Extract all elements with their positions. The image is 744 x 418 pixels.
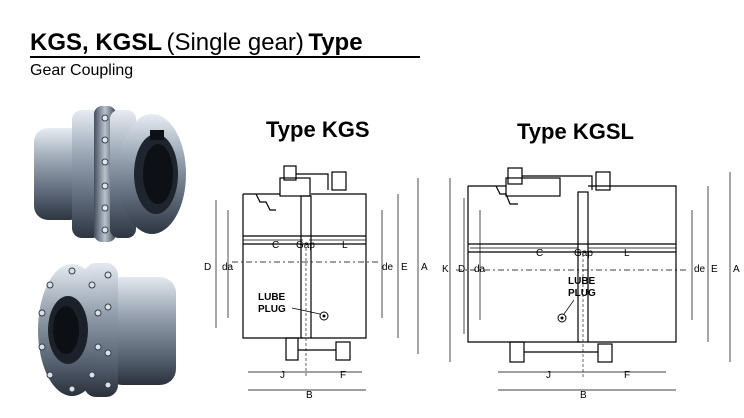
kgs-label-l: L: [342, 240, 348, 251]
kgsl-label-de: de: [694, 264, 706, 275]
kgsl-label-j: J: [546, 370, 551, 381]
kgs-label-j: J: [280, 370, 285, 381]
kgs-label-b: B: [306, 390, 313, 401]
kgs-label-de: de: [382, 262, 394, 273]
kgsl-label-gap: Gap: [574, 248, 593, 259]
kgsl-label-e: E: [711, 264, 718, 275]
kgs-label-da: da: [222, 262, 234, 273]
kgsl-label-f: F: [624, 370, 630, 381]
kgs-label-d: D: [204, 262, 211, 273]
title-suffix: Type: [308, 29, 363, 56]
kgsl-label-d: D: [458, 264, 465, 275]
kgs-label-c: C: [272, 240, 279, 251]
kgsl-label-a: A: [733, 264, 740, 275]
kgs-label-a: A: [421, 262, 428, 273]
gear-coupling-side-photo-icon: [24, 255, 192, 405]
kgsl-drawing: C Gap L K D da de E A LUBE PLUG J F B: [440, 158, 744, 408]
kgs-title: Type KGS: [266, 117, 370, 142]
gear-coupling-photo-icon: [24, 100, 192, 250]
title-normal: (Single gear): [166, 29, 304, 56]
kgsl-label-b: B: [580, 390, 587, 401]
title-bold: KGS, KGSL: [30, 29, 163, 56]
kgsl-label-lube: LUBE: [568, 276, 596, 287]
kgsl-label-l: L: [624, 248, 630, 259]
kgs-label-f: F: [340, 370, 346, 381]
kgsl-label-da: da: [474, 264, 486, 275]
kgsl-label-k: K: [442, 264, 449, 275]
kgsl-title: Type KGSL: [517, 119, 634, 144]
kgsl-label-c: C: [536, 248, 543, 259]
kgs-label-e: E: [401, 262, 408, 273]
page-subtitle: Gear Coupling: [30, 62, 134, 79]
page-title: KGS, KGSL (Single gear) Type: [30, 30, 420, 58]
kgs-label-lube: LUBE: [258, 292, 286, 303]
kgs-label-plug: PLUG: [258, 304, 286, 315]
kgsl-label-plug: PLUG: [568, 288, 596, 299]
kgs-drawing: C Gap L D da de E A LUBE PLUG J F B: [196, 158, 436, 408]
kgs-label-gap: Gap: [296, 240, 315, 251]
